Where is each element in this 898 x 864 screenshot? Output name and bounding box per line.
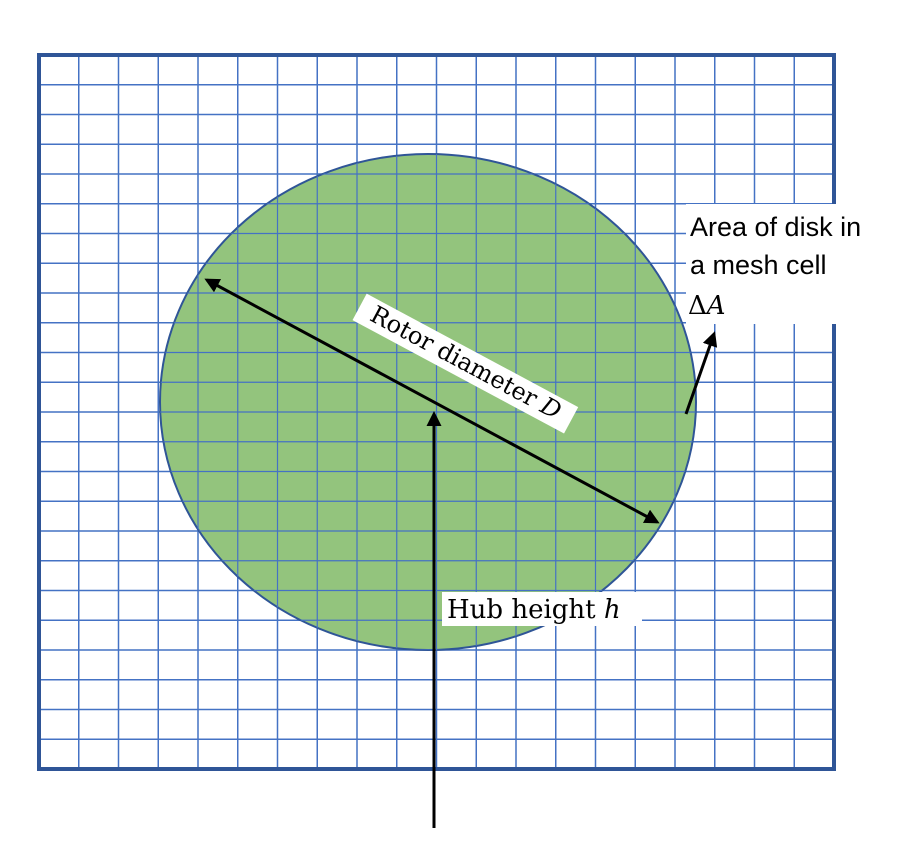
hub-height-words: Hub height [447, 595, 604, 625]
area-arrow [684, 331, 718, 415]
hub-height-label-background [442, 592, 642, 626]
domain-frame [37, 53, 836, 771]
rotor-diameter-arrow [204, 278, 660, 524]
rotor-diameter-label-background [352, 293, 579, 434]
area-annotation-line2: a mesh cell [690, 250, 827, 280]
hub-height-symbol: h [604, 595, 621, 625]
hub-height-label: Hub height h [447, 595, 621, 625]
area-symbol: A [705, 291, 726, 321]
area-annotation-line1: Area of disk in [690, 212, 861, 242]
area-annotation-background [686, 204, 896, 324]
delta-a-symbol: ΔA [688, 291, 726, 321]
delta-symbol: Δ [688, 291, 707, 321]
rotor-disk [159, 153, 697, 651]
